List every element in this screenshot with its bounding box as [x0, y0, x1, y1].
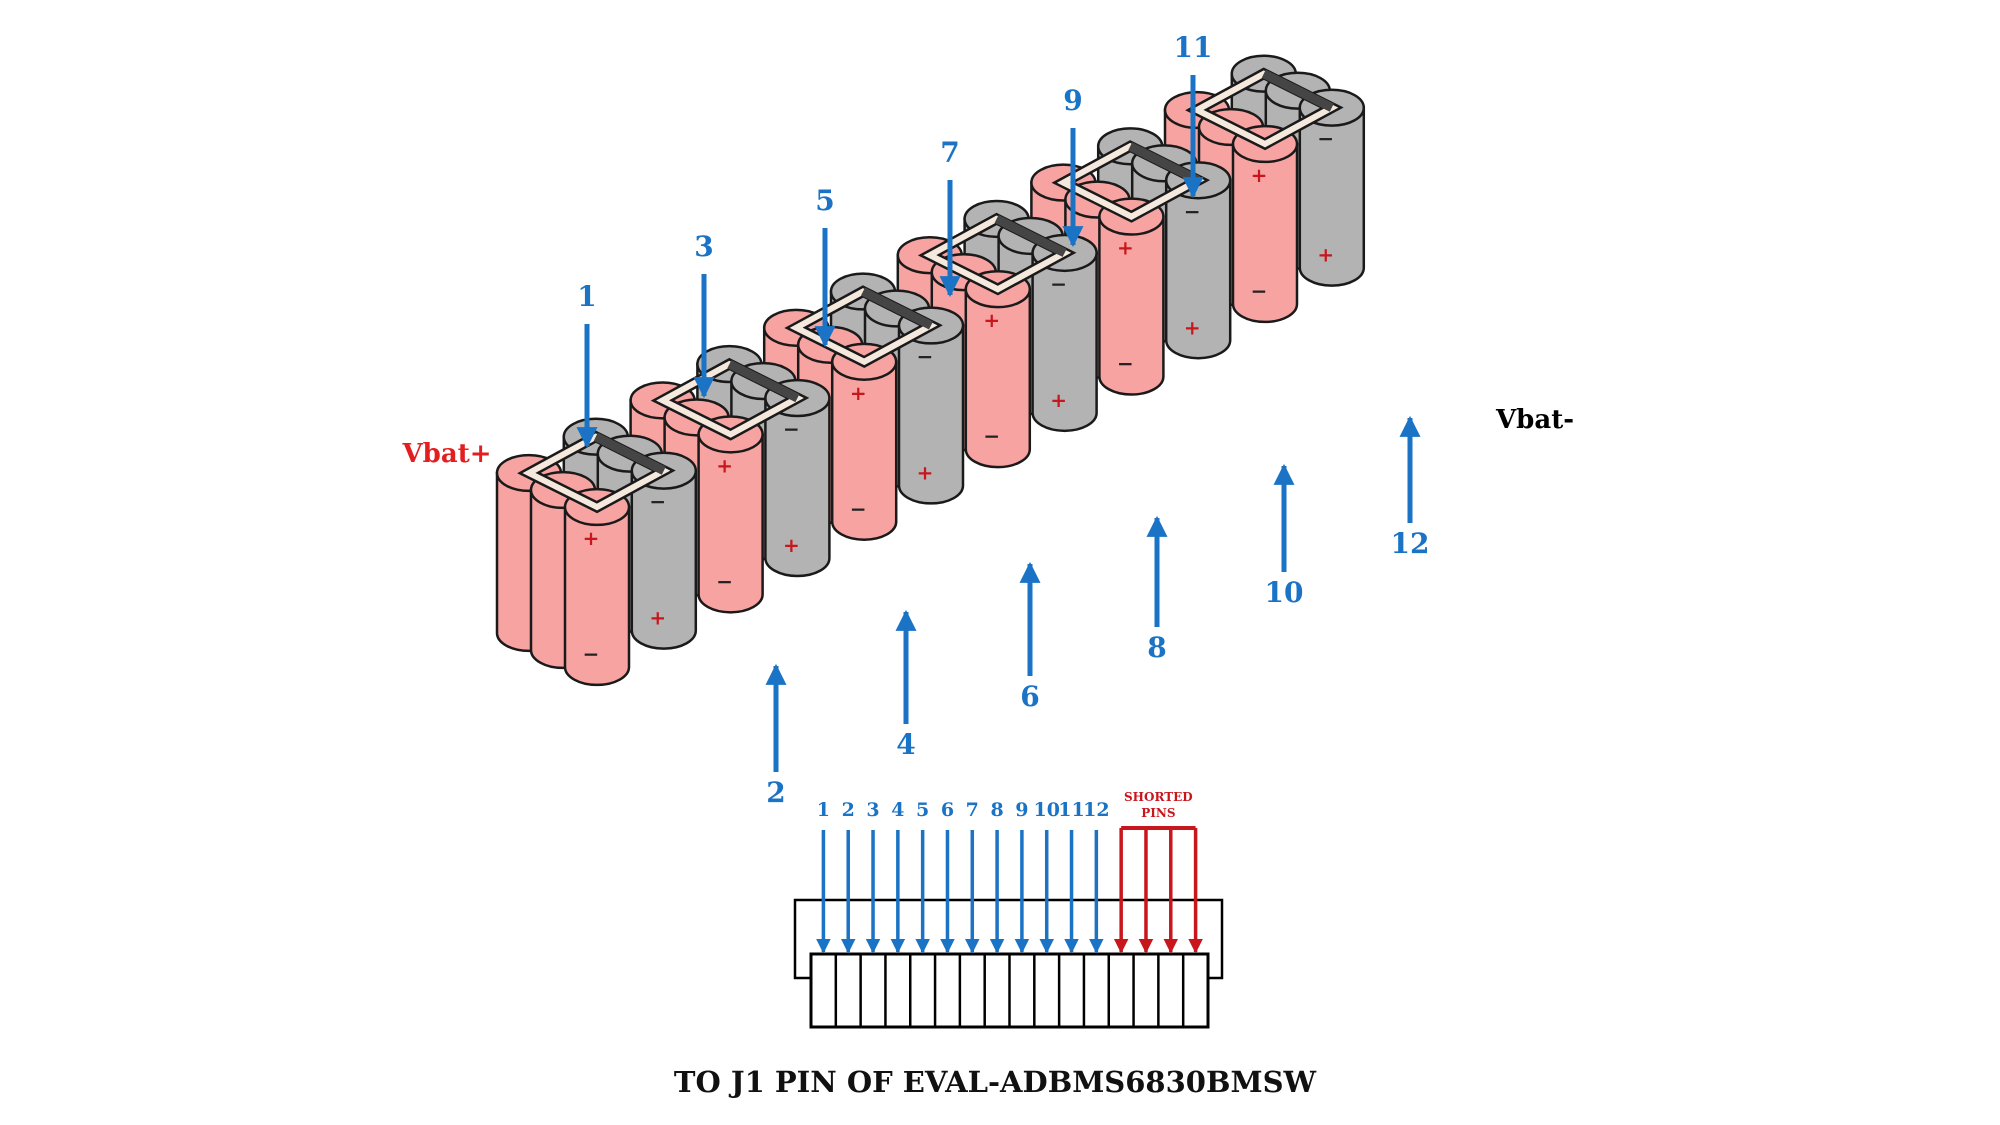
- tap-label: 11: [1174, 31, 1213, 64]
- minus-sign: −: [1050, 272, 1067, 296]
- cell-body: [964, 287, 1032, 469]
- battery-cell: +−: [563, 487, 631, 687]
- pin-label: 1: [817, 799, 830, 821]
- minus-sign: −: [983, 424, 1000, 448]
- minus-sign: −: [1184, 199, 1201, 223]
- cell-body: [830, 360, 898, 541]
- busbar-strap: [1261, 69, 1334, 112]
- busbar-strap: [1128, 142, 1201, 185]
- minus-sign: −: [1317, 127, 1334, 151]
- busbar-strap: [593, 432, 666, 475]
- minus-sign: −: [1117, 352, 1134, 376]
- plus-sign: +: [917, 461, 934, 485]
- pin-label: 7: [966, 799, 979, 821]
- tap-arrow-2: 2: [765, 663, 787, 809]
- minus-sign: −: [649, 490, 666, 514]
- plus-sign: +: [1117, 236, 1134, 260]
- pin-label: 9: [1015, 799, 1028, 821]
- battery-cell: +−: [1231, 124, 1299, 324]
- battery-cell: +−: [697, 415, 764, 614]
- pin-label: 8: [990, 799, 1003, 821]
- tap-arrow-6: 6: [1019, 561, 1041, 713]
- pin-label: 10: [1033, 799, 1059, 821]
- tap-arrow-9: 9: [1062, 84, 1084, 248]
- busbar-strap: [860, 287, 934, 330]
- shorted-pins-label: PINS: [1141, 806, 1175, 820]
- tap-arrow-12: 12: [1391, 415, 1430, 560]
- plus-sign: +: [1050, 388, 1067, 412]
- vbat-minus-label: Vbat-: [1495, 405, 1574, 435]
- pin-label: 2: [842, 799, 855, 821]
- minus-sign: −: [783, 417, 800, 441]
- shorted-pins-label: SHORTED: [1124, 790, 1193, 804]
- pin-label: 3: [866, 799, 879, 821]
- tap-label: 12: [1391, 527, 1430, 560]
- plus-sign: +: [583, 526, 600, 550]
- minus-sign: −: [583, 642, 600, 666]
- busbar-strap: [727, 360, 800, 403]
- tap-label: 5: [815, 184, 834, 217]
- pin-label: 5: [916, 799, 929, 821]
- pin-label: 4: [891, 799, 904, 821]
- tap-arrow-5: 5: [814, 184, 836, 348]
- plus-sign: +: [1317, 243, 1334, 267]
- tap-label: 1: [577, 280, 596, 313]
- tap-label: 6: [1020, 680, 1039, 713]
- battery-cell: +−: [830, 342, 898, 541]
- plus-sign: +: [1251, 163, 1268, 187]
- cell-body: [630, 469, 698, 650]
- minus-sign: −: [917, 345, 934, 369]
- tap-label: 8: [1147, 631, 1166, 664]
- tap-label: 9: [1063, 84, 1082, 117]
- minus-sign: −: [1251, 279, 1268, 303]
- tap-arrow-4: 4: [895, 609, 917, 761]
- cell-body: [563, 505, 631, 687]
- plus-sign: +: [716, 453, 733, 477]
- caption: TO J1 PIN OF EVAL-ADBMS6830BMSW: [674, 1065, 1317, 1099]
- cell-body: [764, 396, 831, 578]
- plus-sign: +: [983, 308, 1000, 332]
- tap-label: 7: [940, 136, 959, 169]
- plus-sign: +: [850, 381, 867, 405]
- minus-sign: −: [850, 497, 867, 521]
- cell-body: [1164, 179, 1232, 360]
- plus-sign: +: [783, 533, 800, 557]
- vbat-plus-label: Vbat+: [402, 439, 492, 469]
- battery-cell: +−: [964, 270, 1032, 469]
- tap-label: 2: [766, 776, 785, 809]
- cell-body: [697, 433, 764, 614]
- cell-body: [1098, 215, 1165, 396]
- pin-label: 12: [1083, 799, 1109, 821]
- tap-arrow-7: 7: [939, 136, 961, 298]
- plus-sign: +: [649, 606, 666, 630]
- cell-body: [1031, 251, 1098, 433]
- tap-arrow-8: 8: [1146, 515, 1168, 664]
- tap-arrow-11: 11: [1174, 31, 1213, 199]
- tap-arrow-10: 10: [1265, 463, 1304, 609]
- cell-body: [1231, 142, 1299, 324]
- minus-sign: −: [716, 569, 733, 593]
- tap-label: 10: [1265, 576, 1304, 609]
- battery-cell: +−: [1098, 197, 1165, 396]
- j1-connector: [793, 898, 1224, 1029]
- busbar-strap: [994, 214, 1067, 257]
- tap-label: 4: [896, 728, 915, 761]
- pin-label: 6: [941, 799, 954, 821]
- tap-label: 3: [694, 230, 713, 263]
- cell-body: [1298, 106, 1366, 287]
- tap-arrow-3: 3: [693, 230, 715, 399]
- pin-label: 11: [1058, 799, 1084, 821]
- cell-body: [897, 324, 965, 505]
- battery-pack: +−−++−−++−−++−−++−−++−−+: [495, 54, 1366, 687]
- plus-sign: +: [1184, 315, 1201, 339]
- tap-arrow-1: 1: [576, 280, 598, 449]
